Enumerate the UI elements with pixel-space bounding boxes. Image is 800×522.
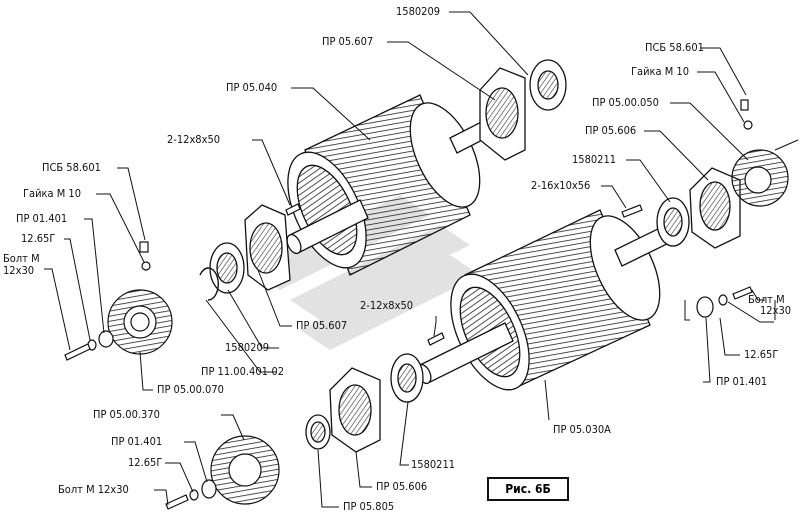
label-12-65g-left: 12.65Г (21, 232, 56, 245)
label-pr-05-606-bottom: ПР 05.606 (376, 480, 428, 493)
label-1580209-top: 1580209 (396, 5, 441, 18)
label-pr-05-606-right: ПР 05.606 (585, 124, 637, 137)
key-2-12x8x50-mid (427, 332, 445, 346)
key-2-16x10x56 (621, 204, 643, 218)
label-12-65g-right: 12.65Г (744, 348, 779, 361)
label-bolt-right-line1: Болт М (748, 293, 785, 306)
bearing-housing-pr-05-606-right (689, 167, 741, 249)
frame-fragment (684, 139, 799, 321)
left-fasteners (64, 241, 151, 361)
right-fasteners (696, 99, 753, 318)
label-pr-01-401-right: ПР 01.401 (716, 375, 768, 388)
key-2-12x8x50-top (285, 203, 301, 216)
label-1580209-mid: 1580209 (225, 341, 270, 354)
bearing-1580211-bottom (390, 353, 424, 403)
label-1580211-right: 1580211 (572, 153, 617, 166)
bearing-1580211-right (656, 197, 690, 247)
label-pr-05-030a: ПР 05.030А (553, 423, 611, 436)
label-1580211-bottom: 1580211 (411, 458, 456, 471)
label-pr-05-040: ПР 05.040 (226, 81, 278, 94)
upper-roller-pr-05-040 (286, 94, 503, 276)
label-key-2-16x10x56: 2-16х10х56 (531, 179, 591, 192)
label-psb-58-601-left: ПСБ 58.601 (42, 161, 101, 174)
label-12-65g-bottom: 12.65Г (128, 456, 163, 469)
label-key-2-12x8x50-top: 2-12х8х50 (167, 133, 221, 146)
label-psb-58-601-right: ПСБ 58.601 (645, 41, 704, 54)
label-key-2-12x8x50-mid: 2-12х8х50 (360, 299, 414, 312)
label-bolt-left-line2: 12х30 (3, 264, 35, 277)
label-pr-05-00-370: ПР 05.00.370 (93, 408, 160, 421)
label-pr-05-607-mid: ПР 05.607 (296, 319, 348, 332)
label-pr-05-00-050: ПР 05.00.050 (592, 96, 659, 109)
bearing-1580209-top (529, 59, 567, 111)
bottom-fasteners (165, 479, 217, 510)
label-bolt-bottom: Болт М 12х30 (58, 483, 129, 496)
label-pr-05-00-070: ПР 05.00.070 (157, 383, 224, 396)
sprocket-pr-05-00-050 (731, 149, 789, 207)
label-bolt-left-line1: Болт М (3, 252, 40, 265)
bushing-pr-05-805 (305, 414, 331, 450)
label-pr-01-401-left: ПР 01.401 (16, 212, 68, 225)
leader-lines (44, 11, 774, 508)
sprocket-pr-05-00-070 (107, 289, 173, 355)
bearing-housing-pr-05-607-top (479, 67, 526, 161)
label-pr-05-607-top: ПР 05.607 (322, 35, 374, 48)
label-nut-m10-right: Гайка М 10 (631, 65, 689, 78)
sprocket-pr-05-00-370 (210, 435, 280, 505)
bearing-housing-pr-05-607-left (244, 204, 291, 291)
bearing-housing-pr-05-606-bottom (329, 367, 381, 453)
label-nut-m10-left: Гайка М 10 (23, 187, 81, 200)
bearing-1580209-left (209, 242, 245, 294)
figure-caption: Рис. 6Б (487, 477, 569, 501)
label-bolt-right-line2: 12х30 (760, 304, 792, 317)
label-pr-11-00-401-02: ПР 11.00.401-02 (201, 365, 285, 378)
circlip-pr-11-00-401-02 (199, 267, 219, 301)
label-pr-05-805: ПР 05.805 (343, 500, 395, 513)
label-pr-01-401-bottom: ПР 01.401 (111, 435, 163, 448)
